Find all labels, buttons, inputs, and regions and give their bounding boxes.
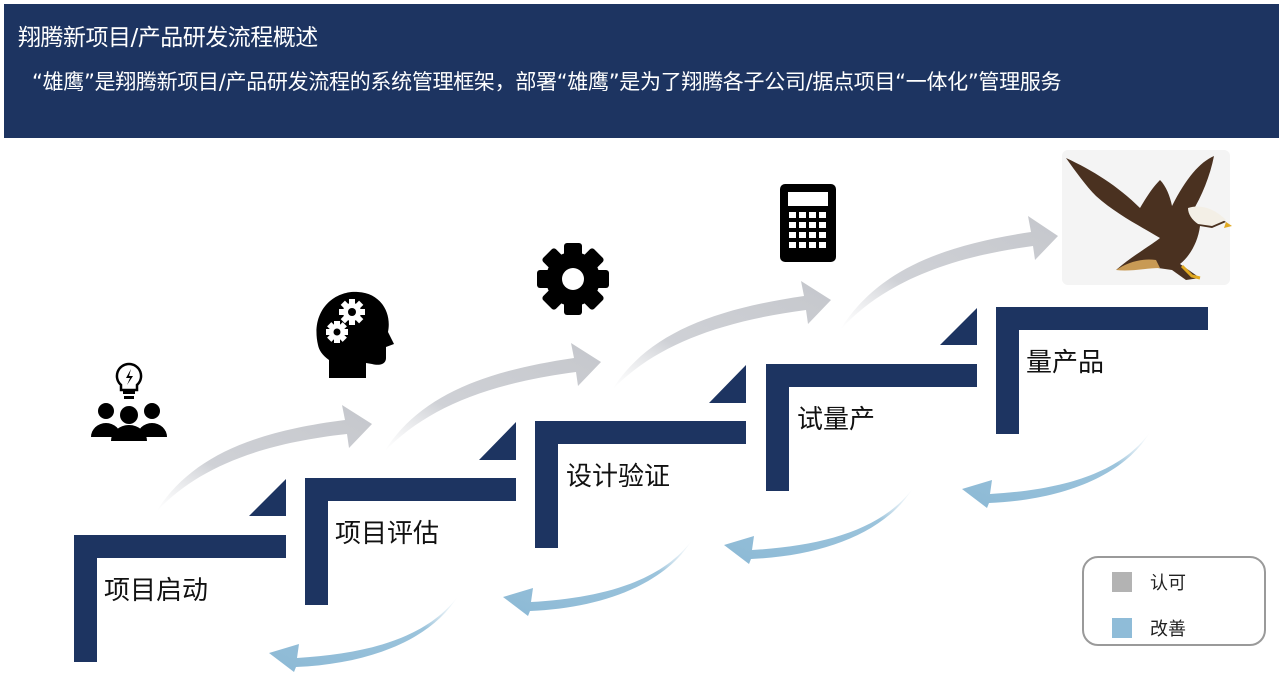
calculator-icon — [780, 184, 836, 262]
legend-item-improve: 改善 — [1112, 615, 1186, 641]
legend-label-improve: 改善 — [1150, 619, 1186, 640]
back-arrow-3 — [503, 540, 692, 616]
team-idea-icon — [91, 362, 167, 441]
step-label-design-verification: 设计验证 — [566, 462, 671, 492]
legend-swatch-improve — [1112, 618, 1132, 638]
eagle-image — [1062, 150, 1232, 285]
forward-arrow-4 — [840, 216, 1058, 330]
back-arrow-2 — [724, 488, 913, 564]
back-arrow-4 — [269, 596, 458, 672]
step-bracket-1 — [74, 479, 286, 662]
page-title: 翔腾新项目/产品研发流程概述 — [18, 25, 318, 51]
legend-swatch-approve — [1112, 572, 1132, 592]
legend-label-approve: 认可 — [1150, 573, 1186, 594]
forward-arrow-2 — [384, 343, 601, 452]
page-subtitle: “雄鹰”是翔腾新项目/产品研发流程的系统管理框架，部署“雄鹰”是为了翔腾各子公司… — [32, 70, 1062, 94]
step-bracket-5 — [996, 307, 1208, 434]
step-label-project-start: 项目启动 — [104, 576, 209, 606]
step-label-project-evaluation: 项目评估 — [335, 519, 440, 549]
step-label-mass-production: 量产品 — [1026, 348, 1105, 378]
legend: 认可 改善 — [1082, 556, 1266, 646]
header-banner: 翔腾新项目/产品研发流程概述 “雄鹰”是翔腾新项目/产品研发流程的系统管理框架，… — [4, 4, 1279, 138]
forward-arrow-3 — [612, 281, 831, 390]
step-bracket-3 — [535, 365, 746, 548]
back-arrow-1 — [962, 432, 1150, 508]
legend-item-approve: 认可 — [1112, 569, 1186, 595]
head-gears-icon — [316, 291, 394, 378]
gear-icon — [537, 243, 609, 315]
step-bracket-2 — [305, 422, 516, 605]
forward-arrow-1 — [156, 405, 372, 512]
step-label-trial-production: 试量产 — [797, 405, 876, 435]
step-bracket-4 — [766, 308, 977, 491]
